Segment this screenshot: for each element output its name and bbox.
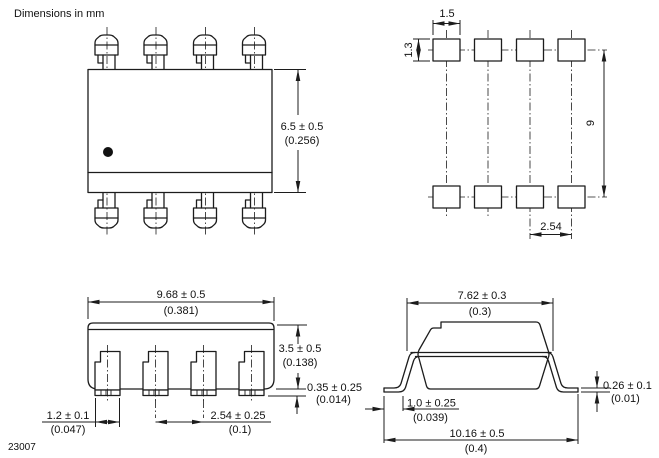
top-view-height-in: (0.256): [285, 135, 320, 147]
dimensions-note: Dimensions in mm: [14, 8, 104, 20]
length-dimension: 9.68 ± 0.5 (0.381): [87, 289, 275, 321]
standoff-dimension: 0.35 ± 0.25 (0.014): [268, 382, 362, 414]
side-height-mm: 3.5 ± 0.5: [279, 343, 322, 355]
lead-width-dimension: 1.2 ± 0.1 (0.047): [42, 398, 120, 436]
front-foot-length-in: (0.039): [413, 412, 448, 424]
height-dimension: 3.5 ± 0.5 (0.138): [277, 324, 322, 389]
package-body-outline: [417, 321, 550, 390]
right-lead: [541, 351, 579, 393]
solder-pad-layout: 1.5 1.3 9 2.54: [403, 8, 607, 239]
front-overall-width-in: (0.4): [465, 443, 488, 455]
pad-height-value: 1.3: [403, 42, 415, 57]
figure-number: 23007: [8, 442, 36, 453]
top-view-height-mm: 6.5 ± 0.5: [281, 121, 324, 133]
pin1-marker-dot: [103, 147, 113, 157]
package-front-view: 7.62 ± 0.3 (0.3) 0.26 ± 0.1 (0.01) 1.0 ±…: [365, 290, 652, 455]
solder-pad: [473, 185, 503, 209]
package-top-view: 6.5 ± 0.5 (0.256): [87, 26, 324, 237]
side-length-mm: 9.68 ± 0.5: [157, 289, 206, 301]
overall-width-dimension: 10.16 ± 0.5 (0.4): [384, 394, 579, 455]
side-pitch-mm: 2.54 ± 0.25: [211, 410, 266, 422]
solder-pad: [432, 185, 461, 209]
pad-pitch-value: 2.54: [540, 221, 561, 233]
pad-width-dimension: 1.5: [432, 8, 461, 35]
solder-pad: [515, 38, 545, 62]
side-length-in: (0.381): [164, 305, 199, 317]
pad-width-value: 1.5: [439, 8, 454, 20]
pad-pitch-dimension: 2.54: [530, 221, 572, 237]
side-height-in: (0.138): [283, 357, 318, 369]
side-standoff-mm: 0.35 ± 0.25: [307, 382, 362, 394]
lead-thickness-dimension: 0.26 ± 0.1 (0.01): [581, 371, 652, 412]
row-span-value: 9: [585, 120, 597, 126]
package-side-view: 9.68 ± 0.5 (0.381) 3.5 ± 0.5 (0.138) 0.3…: [42, 289, 362, 436]
height-dimension: 6.5 ± 0.5 (0.256): [274, 69, 324, 193]
solder-pad: [557, 38, 586, 62]
solder-pad: [432, 38, 461, 62]
front-lead-thickness-mm: 0.26 ± 0.1: [603, 380, 652, 392]
front-body-width-in: (0.3): [469, 306, 492, 318]
left-lead: [383, 351, 421, 393]
row-span-dimension: 9: [585, 50, 607, 197]
front-overall-width-mm: 10.16 ± 0.5: [450, 428, 505, 440]
front-body-width-mm: 7.62 ± 0.3: [458, 290, 507, 302]
foot-length-dimension: 1.0 ± 0.25 (0.039): [365, 396, 459, 443]
side-pitch-in: (0.1): [229, 424, 252, 436]
side-lead-width-mm: 1.2 ± 0.1: [47, 410, 90, 422]
pad-height-dimension: 1.3: [403, 38, 430, 62]
front-foot-length-mm: 1.0 ± 0.25: [407, 398, 456, 410]
side-lead-width-in: (0.047): [51, 424, 86, 436]
front-lead-thickness-in: (0.01): [611, 393, 640, 405]
solder-pad: [515, 185, 545, 209]
lead-pitch-dimension: 2.54 ± 0.25 (0.1): [155, 410, 271, 436]
body-width-dimension: 7.62 ± 0.3 (0.3): [406, 290, 554, 351]
solder-pad: [473, 38, 503, 62]
package-body-outline: [87, 68, 273, 194]
solder-pad: [557, 185, 586, 209]
side-standoff-in: (0.014): [316, 394, 351, 406]
